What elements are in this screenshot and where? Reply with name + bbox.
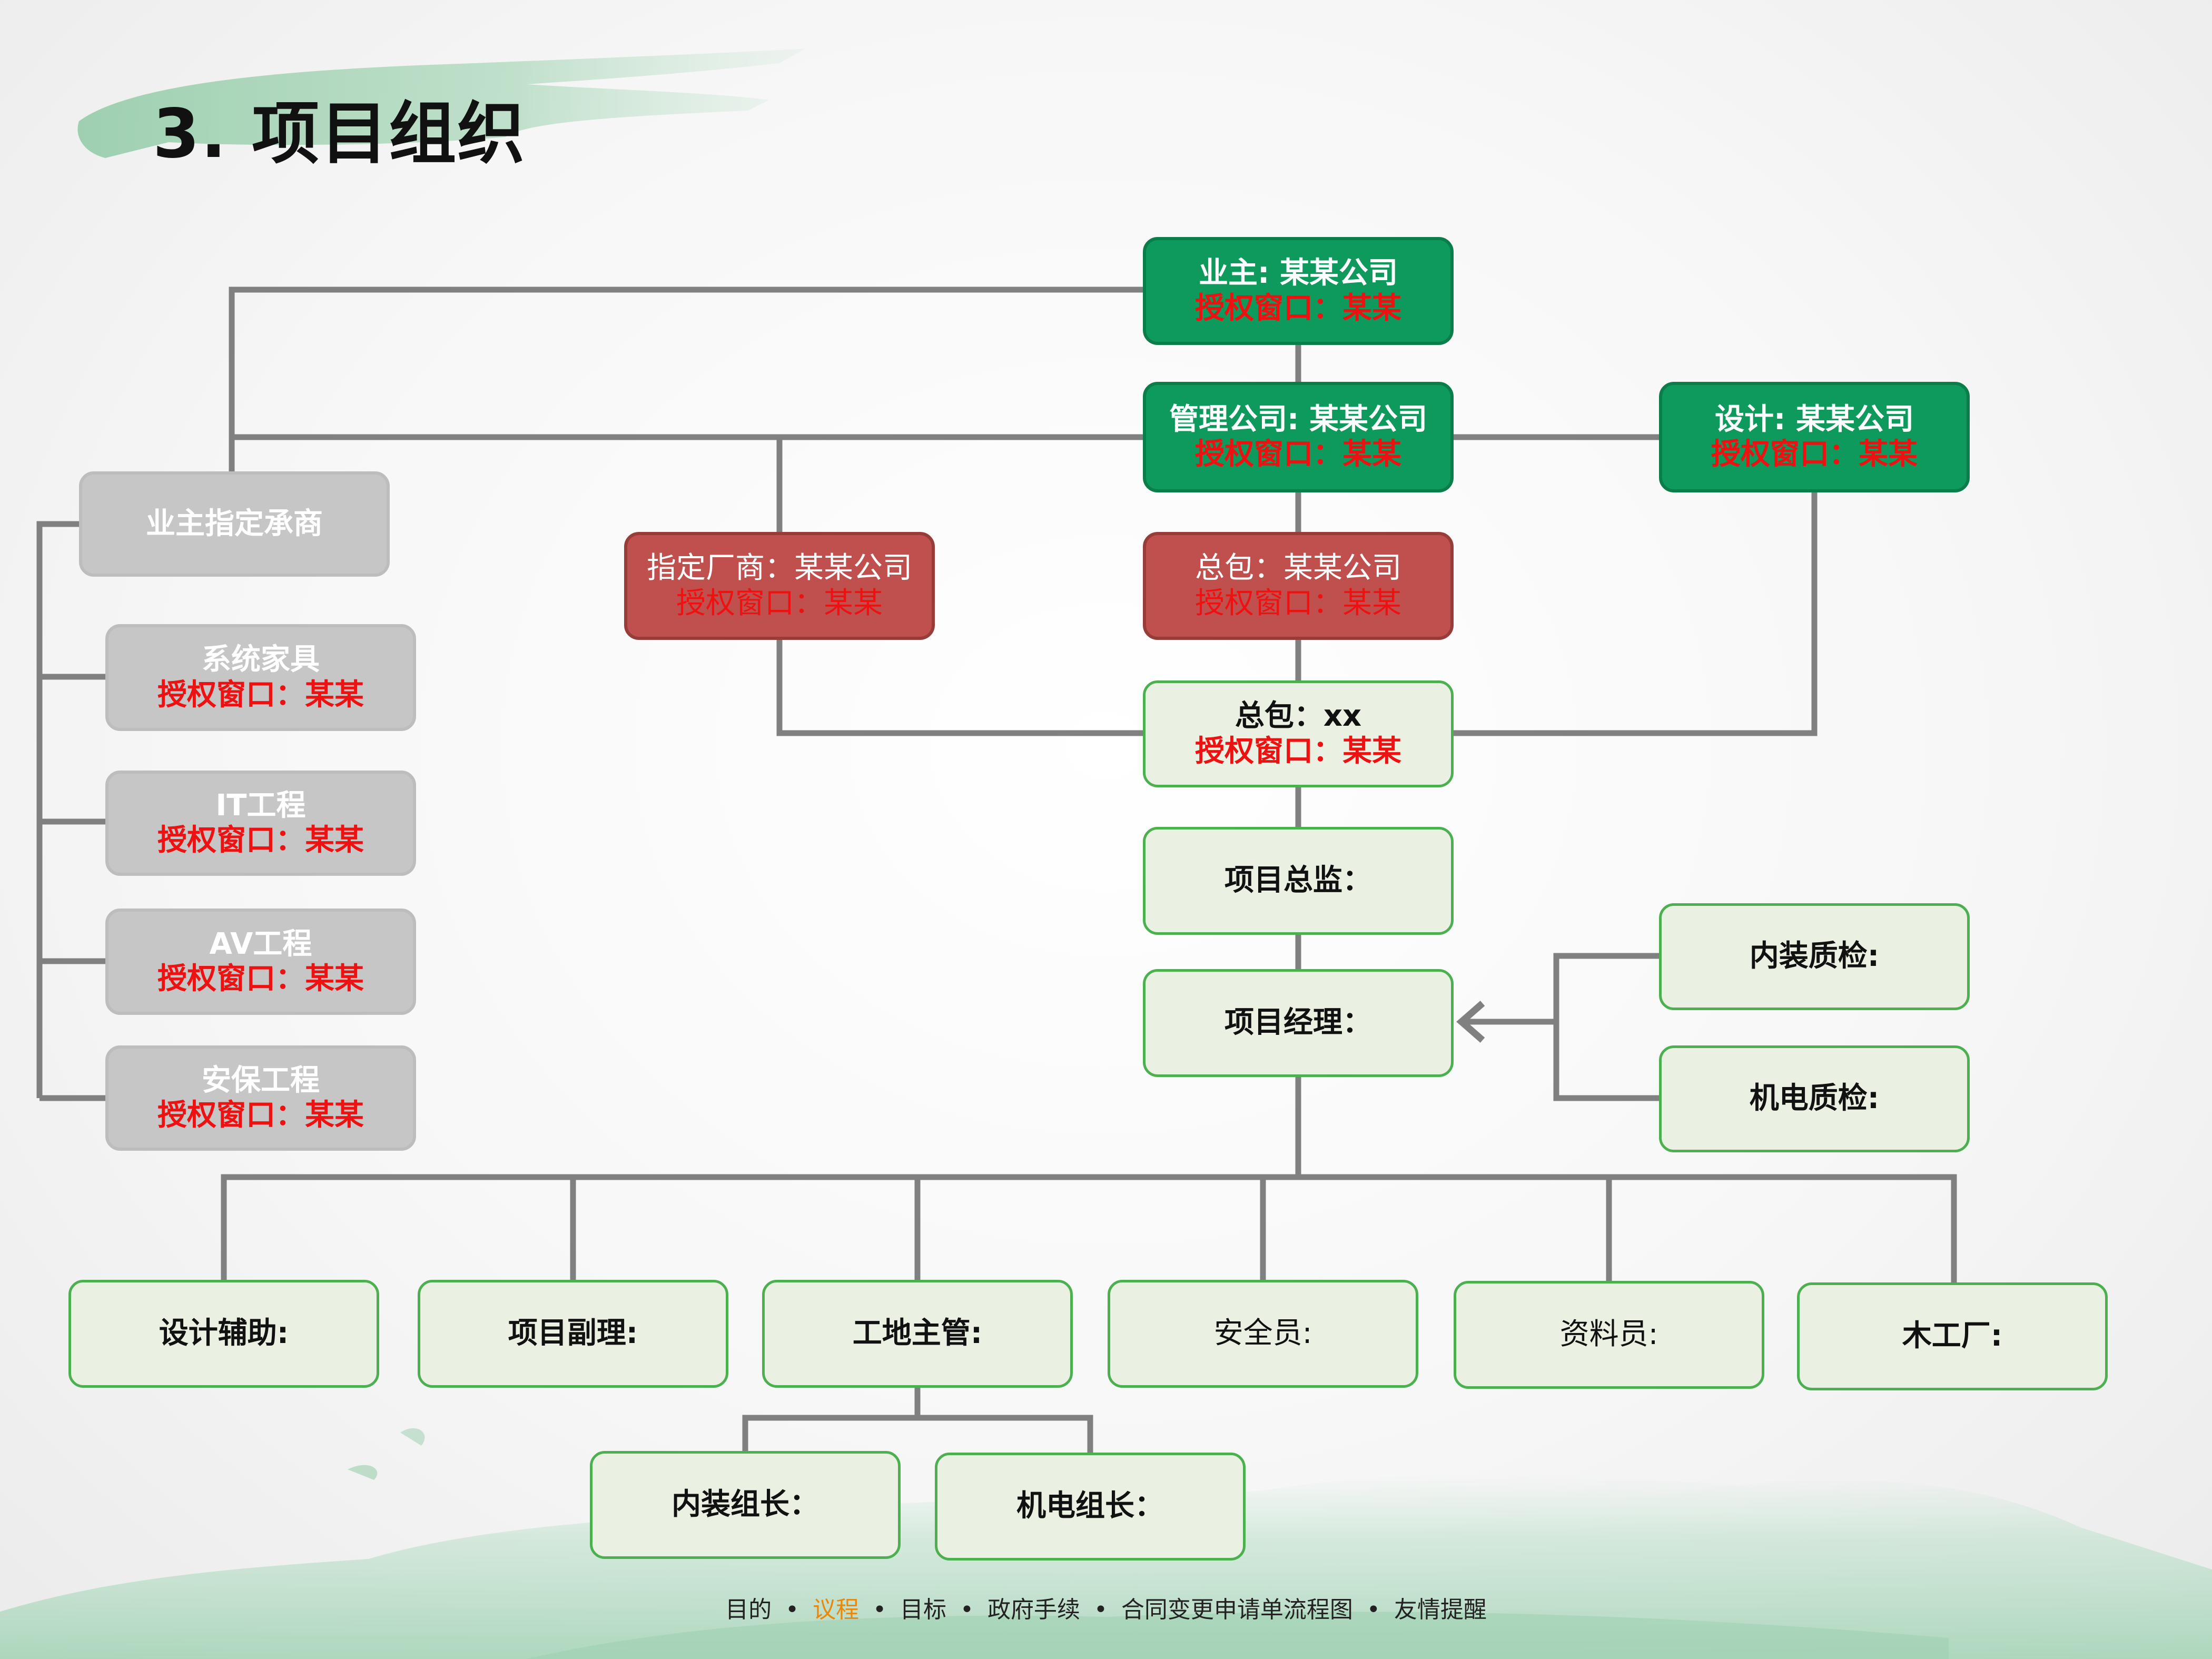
node-label: 木工厂: [1902,1319,2003,1354]
node-contact: 授权窗口：某某 [1195,437,1401,471]
footer-item-agenda[interactable]: 议程 [813,1596,860,1623]
node-mep-lead: 机电组长： [935,1453,1246,1561]
node-contact: 授权窗口：某某 [676,586,883,620]
node-project-director: 项目总监： [1143,827,1454,935]
node-label: 机电质检: [1749,1081,1880,1116]
node-general-contractor: 总包：xx 授权窗口：某某 [1143,680,1454,787]
node-interior-qc: 内装质检: [1659,903,1970,1010]
footer-separator: • [1366,1596,1380,1623]
node-label: 设计: 某某公司 [1715,402,1914,437]
node-label: 业主: 某某公司 [1199,256,1398,291]
node-label: 总包：xx [1235,699,1362,734]
node-contact: 授权窗口：某某 [157,962,364,996]
node-deputy-pm: 项目副理: [418,1280,728,1388]
node-label: 指定厂商：某某公司 [647,551,912,586]
node-site-supervisor: 工地主管: [762,1280,1073,1388]
footer-item-change-flow[interactable]: 合同变更申请单流程图 [1121,1596,1353,1623]
node-security-engineering: 安保工程 授权窗口：某某 [105,1045,416,1151]
node-label: 工地主管: [852,1316,983,1351]
footer-item-goals[interactable]: 目标 [900,1596,947,1623]
node-label: 业主指定承商 [146,506,323,541]
node-contact: 授权窗口：某某 [1195,586,1401,620]
node-label: 内装组长： [671,1487,819,1522]
footer-nav: 目的 • 议程 • 目标 • 政府手续 • 合同变更申请单流程图 • 友情提醒 [0,1591,2212,1624]
node-owner-contractor: 业主指定承商 [79,471,390,577]
node-contact: 授权窗口：某某 [1711,437,1918,471]
node-project-manager: 项目经理： [1143,969,1454,1077]
node-label: 安全员: [1213,1316,1312,1351]
footer-separator: • [960,1596,974,1623]
footer-item-gov-procedures[interactable]: 政府手续 [987,1596,1080,1623]
node-interior-lead: 内装组长： [590,1451,901,1559]
node-label: 管理公司: 某某公司 [1169,402,1427,437]
node-safety-officer: 安全员: [1108,1280,1418,1388]
node-label: 项目经理： [1224,1005,1372,1040]
node-contact: 授权窗口：某某 [157,1098,364,1132]
node-label: 内装质检: [1749,939,1880,974]
node-design: 设计: 某某公司 授权窗口：某某 [1659,382,1970,492]
node-label: 总包：某某公司 [1195,551,1401,586]
node-contact: 授权窗口：某某 [1195,734,1401,768]
node-designated-vendor: 指定厂商：某某公司 授权窗口：某某 [624,532,935,640]
arrow-head-icon [1456,1001,1485,1043]
node-it-engineering: IT工程 授权窗口：某某 [105,771,416,876]
node-contact: 授权窗口：某某 [1195,291,1401,325]
node-label: IT工程 [215,788,306,823]
node-document-clerk: 资料员: [1454,1281,1764,1389]
node-label: 资料员: [1559,1317,1658,1352]
node-wood-factory: 木工厂: [1797,1282,2108,1390]
footer-item-reminder[interactable]: 友情提醒 [1394,1596,1487,1623]
node-contact: 授权窗口：某某 [157,677,364,712]
footer-item-purpose[interactable]: 目的 [725,1596,772,1623]
node-label: AV工程 [209,926,312,961]
node-label: 项目总监： [1224,863,1372,898]
footer-separator: • [785,1596,799,1623]
footer-separator: • [1093,1596,1108,1623]
node-mep-qc: 机电质检: [1659,1045,1970,1152]
node-label: 项目副理: [508,1316,638,1351]
node-system-furniture: 系统家具 授权窗口：某某 [105,624,416,731]
node-management: 管理公司: 某某公司 授权窗口：某某 [1143,382,1454,492]
node-label: 系统家具 [202,643,320,677]
node-label: 安保工程 [202,1063,320,1098]
node-av-engineering: AV工程 授权窗口：某某 [105,908,416,1015]
page-title: 3. 项目组织 [153,95,526,173]
node-label: 设计辅助: [159,1316,289,1351]
footer-separator: • [873,1596,887,1623]
node-general-contractor-top: 总包：某某公司 授权窗口：某某 [1143,532,1454,640]
node-owner: 业主: 某某公司 授权窗口：某某 [1143,237,1454,345]
node-label: 机电组长： [1016,1489,1164,1524]
node-design-assist: 设计辅助: [68,1280,379,1388]
node-contact: 授权窗口：某某 [157,823,364,857]
